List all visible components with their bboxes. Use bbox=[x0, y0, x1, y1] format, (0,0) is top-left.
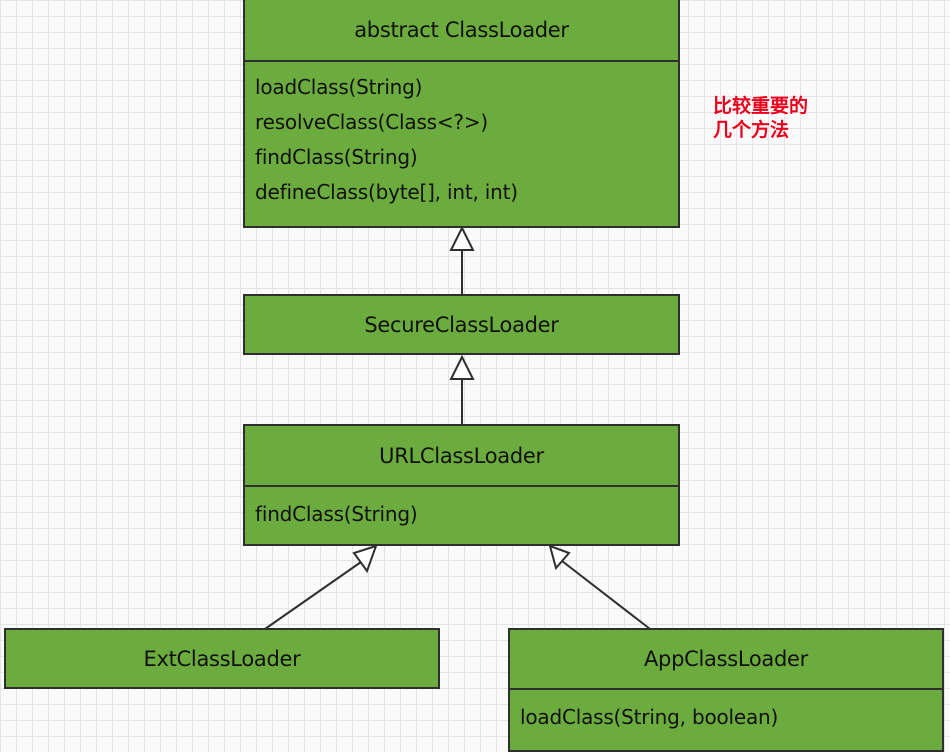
triangle-classloader-head bbox=[449, 225, 475, 251]
arrow-app-to-url bbox=[561, 560, 651, 630]
class-box-app[interactable]: AppClassLoader loadClass(String, boolean… bbox=[508, 628, 944, 752]
method-list: findClass(String) bbox=[245, 485, 678, 532]
method: defineClass(byte[], int, int) bbox=[255, 180, 518, 204]
method: findClass(String) bbox=[255, 502, 418, 526]
method: resolveClass(Class<?>) bbox=[255, 110, 489, 134]
class-name: abstract ClassLoader bbox=[354, 17, 569, 42]
class-name: ExtClassLoader bbox=[143, 646, 301, 671]
method: loadClass(String) bbox=[255, 75, 423, 99]
class-name: URLClassLoader bbox=[379, 443, 544, 468]
class-box-secure[interactable]: SecureClassLoader bbox=[243, 294, 680, 355]
method-list: loadClass(String) resolveClass(Class<?>)… bbox=[245, 60, 678, 210]
method: findClass(String) bbox=[255, 145, 418, 169]
method: loadClass(String, boolean) bbox=[520, 705, 779, 729]
triangle-url-head-left bbox=[352, 544, 378, 574]
class-name: SecureClassLoader bbox=[364, 312, 559, 337]
class-box-ext[interactable]: ExtClassLoader bbox=[4, 628, 440, 689]
arrow-ext-to-url bbox=[264, 561, 362, 630]
class-name: AppClassLoader bbox=[643, 647, 808, 671]
method-list: loadClass(String, boolean) bbox=[510, 688, 942, 735]
annotation-note: 比较重要的 几个方法 bbox=[713, 95, 809, 141]
class-box-classloader[interactable]: abstract ClassLoader loadClass(String) r… bbox=[243, 0, 680, 228]
triangle-url-head-right bbox=[548, 544, 571, 571]
class-box-url[interactable]: URLClassLoader findClass(String) bbox=[243, 424, 680, 546]
triangle-secure-head bbox=[449, 354, 475, 380]
